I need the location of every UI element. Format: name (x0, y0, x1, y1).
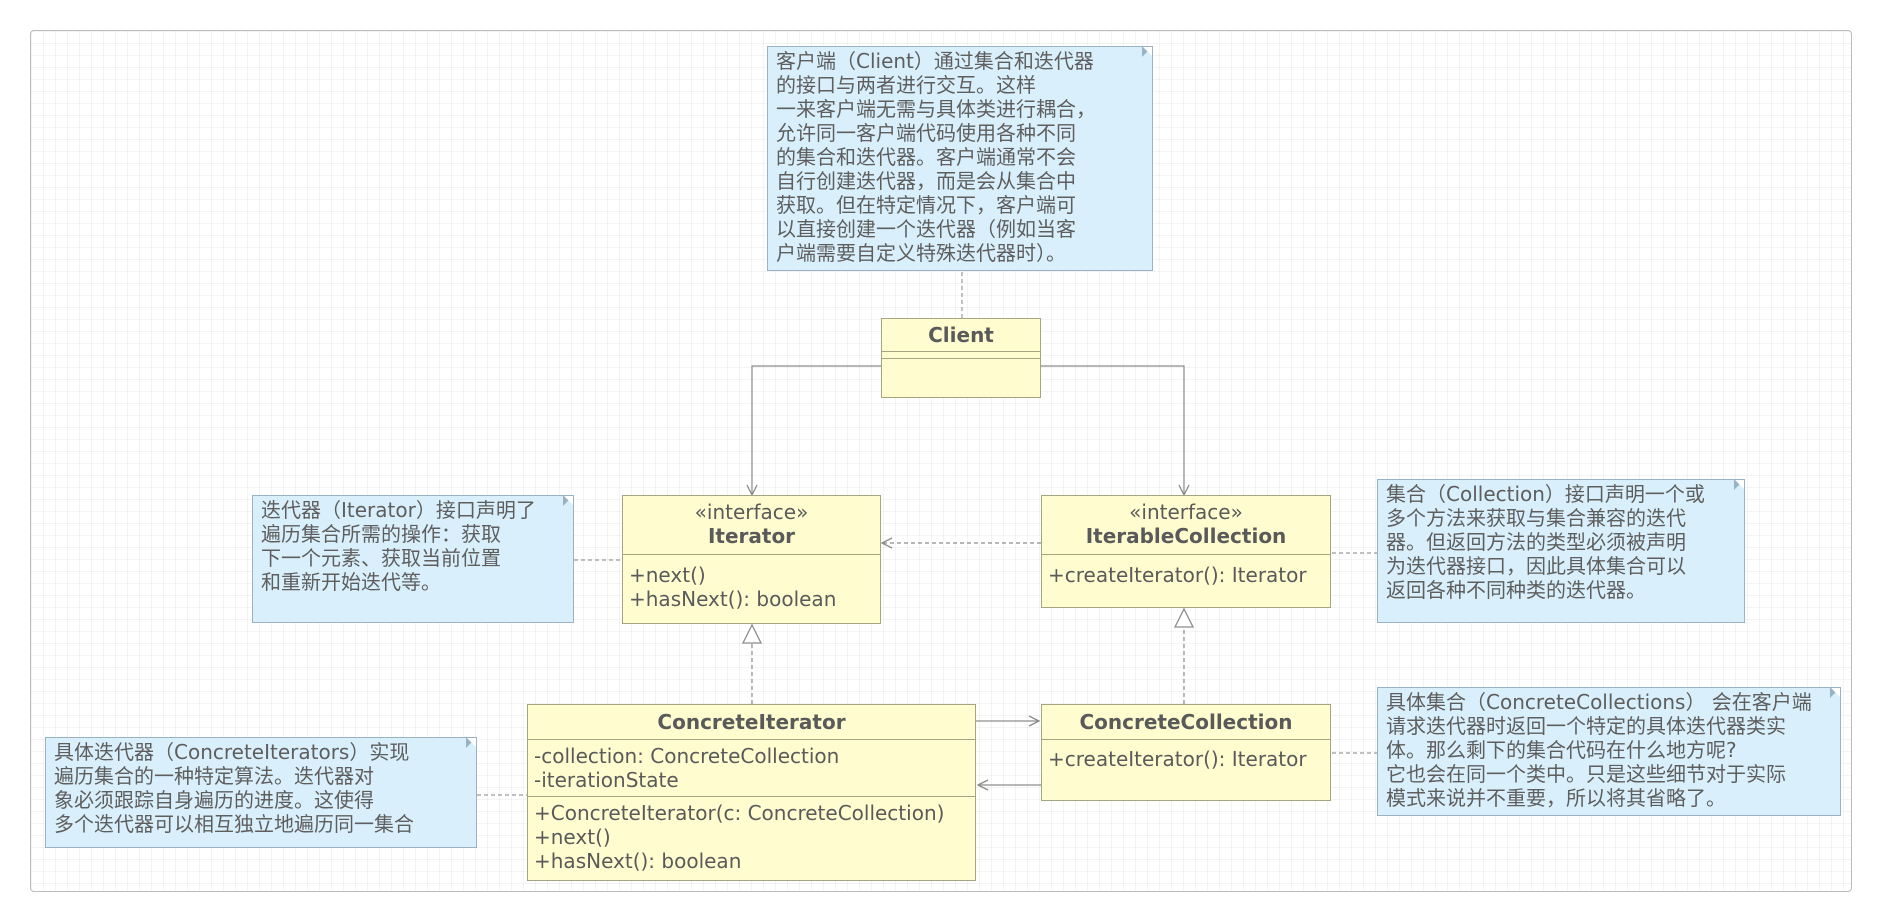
note-line: 集合（Collection）接口声明一个或 (1386, 482, 1705, 506)
class-methods: +next() +hasNext(): boolean (623, 555, 880, 615)
attribute: -iterationState (534, 768, 679, 792)
note-line: 允许同一客户端代码使用各种不同 (776, 121, 1076, 145)
iterable-collection-interface[interactable]: «interface» IterableCollection +createIt… (1041, 495, 1331, 608)
iterator-note: 迭代器（Iterator）接口声明了 遍历集合所需的操作：获取 下一个元素、获取… (252, 495, 574, 623)
note-line: 请求迭代器时返回一个特定的具体迭代器类实 (1386, 714, 1786, 738)
class-header: ConcreteIterator (528, 705, 975, 740)
class-name: Client (928, 323, 994, 347)
class-stereotype: «interface» (694, 500, 809, 524)
method: +next() (629, 563, 706, 587)
note-line: 户端需要自定义特殊迭代器时）。 (776, 241, 1066, 265)
class-methods: +createIterator(): Iterator (1042, 555, 1330, 591)
class-name: Iterator (707, 524, 796, 548)
client-class[interactable]: Client (881, 318, 1041, 398)
class-header: «interface» IterableCollection (1042, 496, 1330, 555)
class-attributes: -collection: ConcreteCollection -iterati… (528, 740, 975, 797)
note-line: 的集合和迭代器。客户端通常不会 (776, 145, 1076, 169)
note-line: 一来客户端无需与具体类进行耦合， (776, 97, 1096, 121)
note-line: 为迭代器接口，因此具体集合可以 (1386, 554, 1686, 578)
method: +hasNext(): boolean (629, 587, 837, 611)
note-line: 器。但返回方法的类型必须被声明 (1386, 530, 1686, 554)
note-line: 遍历集合的一种特定算法。迭代器对 (54, 764, 374, 788)
concrete-collection-class[interactable]: ConcreteCollection +createIterator(): It… (1041, 704, 1331, 801)
note-line: 客户端（Client）通过集合和迭代器 (776, 49, 1094, 73)
class-header: ConcreteCollection (1042, 705, 1330, 740)
class-attributes (882, 352, 1040, 359)
method: +hasNext(): boolean (534, 849, 742, 873)
method: +next() (534, 825, 611, 849)
note-line: 自行创建迭代器，而是会从集合中 (776, 169, 1076, 193)
class-name: ConcreteCollection (1079, 710, 1293, 734)
iterator-interface[interactable]: «interface» Iterator +next() +hasNext():… (622, 495, 881, 624)
note-line: 以直接创建一个迭代器（例如当客 (776, 217, 1076, 241)
method: +createIterator(): Iterator (1048, 563, 1307, 587)
note-line: 多个迭代器可以相互独立地遍历同一集合 (54, 812, 414, 836)
class-methods: +createIterator(): Iterator (1042, 740, 1330, 775)
note-line: 和重新开始迭代等。 (261, 570, 441, 594)
note-line: 具体集合（ConcreteCollections） 会在客户端 (1386, 690, 1812, 714)
method: +ConcreteIterator(c: ConcreteCollection) (534, 801, 945, 825)
method: +createIterator(): Iterator (1048, 747, 1307, 771)
note-line: 的接口与两者进行交互。这样 (776, 73, 1036, 97)
note-line: 具体迭代器（ConcreteIterators）实现 (54, 740, 410, 764)
class-methods: +ConcreteIterator(c: ConcreteCollection)… (528, 797, 975, 877)
class-name: ConcreteIterator (657, 710, 846, 734)
note-line: 获取。但在特定情况下，客户端可 (776, 193, 1076, 217)
note-line: 返回各种不同种类的迭代器。 (1386, 578, 1646, 602)
collection-note: 集合（Collection）接口声明一个或 多个方法来获取与集合兼容的迭代 器。… (1377, 479, 1745, 623)
concrete-iterator-class[interactable]: ConcreteIterator -collection: ConcreteCo… (527, 704, 976, 881)
attribute: -collection: ConcreteCollection (534, 744, 840, 768)
note-line: 它也会在同一个类中。只是这些细节对于实际 (1386, 762, 1786, 786)
concrete-collection-note: 具体集合（ConcreteCollections） 会在客户端 请求迭代器时返回… (1377, 687, 1841, 816)
note-line: 象必须跟踪自身遍历的进度。这使得 (54, 788, 374, 812)
class-stereotype: «interface» (1129, 500, 1243, 524)
note-line: 下一个元素、获取当前位置 (261, 546, 501, 570)
note-line: 迭代器（Iterator）接口声明了 (261, 498, 536, 522)
concrete-iterator-note: 具体迭代器（ConcreteIterators）实现 遍历集合的一种特定算法。迭… (45, 737, 477, 848)
note-line: 模式来说并不重要，所以将其省略了。 (1386, 786, 1726, 810)
note-line: 遍历集合所需的操作：获取 (261, 522, 501, 546)
client-note: 客户端（Client）通过集合和迭代器 的接口与两者进行交互。这样 一来客户端无… (767, 46, 1153, 271)
note-line: 多个方法来获取与集合兼容的迭代 (1386, 506, 1686, 530)
class-name: IterableCollection (1085, 524, 1287, 548)
class-header: Client (882, 319, 1040, 352)
class-header: «interface» Iterator (623, 496, 880, 555)
note-line: 体。那么剩下的集合代码在什么地方呢? (1386, 738, 1737, 762)
